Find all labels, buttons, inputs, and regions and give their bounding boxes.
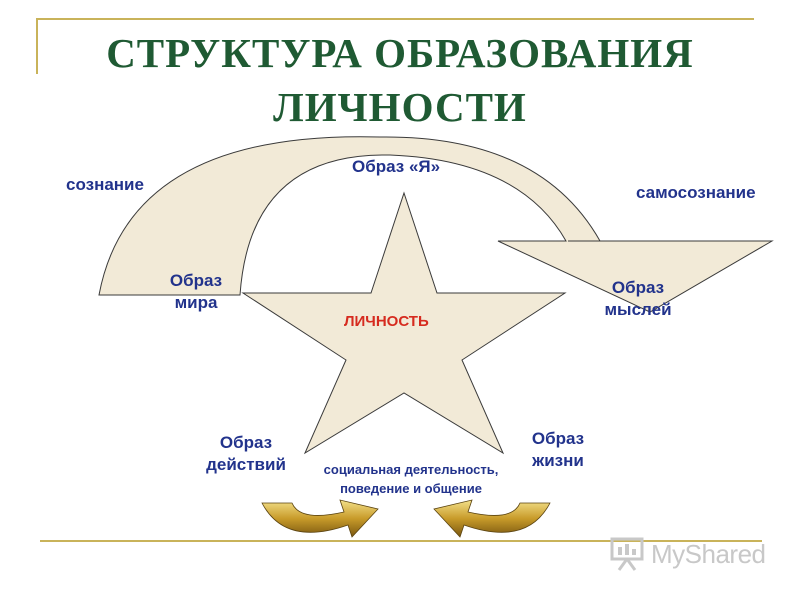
label-samosoznanie: самосознание bbox=[636, 183, 756, 202]
label-obraz-deystviy: Образ действий bbox=[206, 433, 286, 474]
presentation-board-icon bbox=[610, 537, 644, 571]
right-curved-small-arrow bbox=[433, 499, 551, 538]
watermark-text: MyShared bbox=[651, 539, 766, 569]
label-obraz-mira: Образ мира bbox=[169, 271, 223, 312]
label-obraz-zhizni: Образ жизни bbox=[531, 429, 585, 470]
label-obraz-ya: Образ «Я» bbox=[352, 157, 441, 176]
curved-arrow bbox=[98, 136, 774, 313]
watermark-logo: MyShared bbox=[607, 536, 767, 572]
personality-star bbox=[241, 191, 567, 455]
frame-left-line bbox=[36, 18, 38, 74]
left-curved-small-arrow bbox=[261, 499, 379, 538]
frame-bottom-line bbox=[40, 540, 762, 542]
label-obraz-mysley: Образ мыслей bbox=[604, 278, 672, 319]
slide-title: СТРУКТУРА ОБРАЗОВАНИЯ ЛИЧНОСТИ bbox=[106, 30, 694, 130]
center-label: ЛИЧНОСТЬ bbox=[344, 313, 429, 330]
label-soznanie: сознание bbox=[66, 175, 144, 194]
frame-top-line bbox=[36, 18, 754, 20]
activity-caption: социальная деятельность, поведение и общ… bbox=[323, 462, 499, 496]
